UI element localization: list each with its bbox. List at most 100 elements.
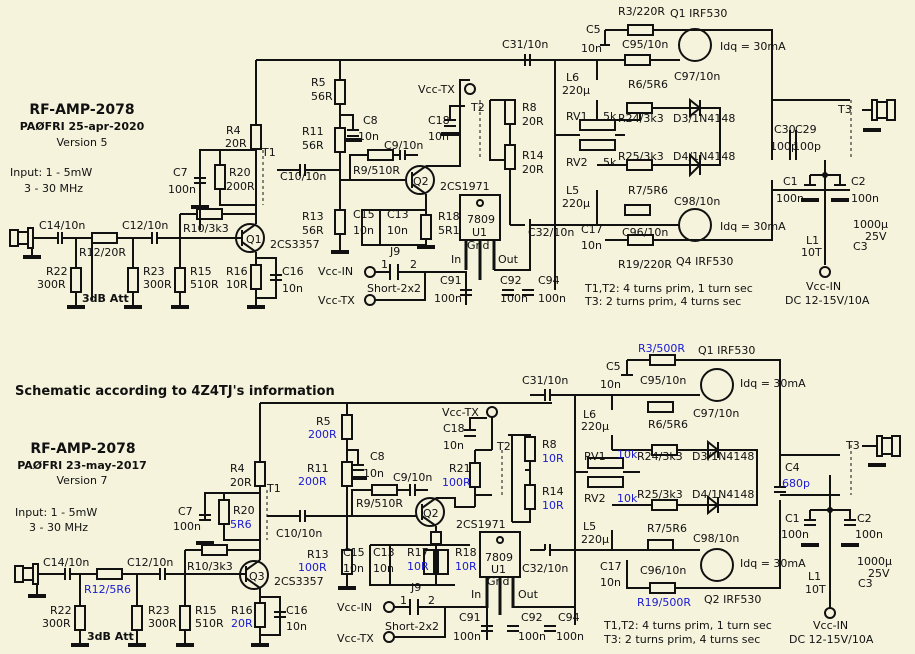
top-transformer-note-1: T1,T2: 4 turns prim, 1 turn sec [584,282,753,295]
top-value-l1: 10T [801,246,822,259]
bottom-value-c17: 10n [600,576,621,589]
bottom-label-c16: C16 [286,604,308,617]
top-label-c10: C10/10n [280,170,326,183]
bottom-label-c13: C13 [373,546,395,559]
top-label-q2: Q2 [413,175,429,188]
bottom-label-r9: R9/510R [356,497,403,510]
top-label-c15: C15 [353,208,375,221]
bottom-label-r4: R4 [230,462,245,475]
bottom-freq-spec: 3 - 30 MHz [29,521,88,534]
bottom-value-c15: 10n [343,562,364,575]
top-label-u1-gnd: Gnd [467,239,489,252]
top-label-c5: C5 [586,23,601,36]
bottom-label-c8: C8 [370,450,385,463]
top-q4-irf530-mosfet [678,208,712,242]
top-label-r4: R4 [226,124,241,137]
top-label-u1-in: In [451,253,461,266]
top-q1-irf530-mosfet [678,28,712,62]
bottom-label-r11: R11 [307,462,329,475]
bottom-label-r22: R22 [50,604,72,617]
top-label-d3: D3/1N4148 [673,112,735,125]
bottom-label-j9-pin2: 2 [428,594,435,607]
bottom-value-r20: 5R6 [230,518,252,531]
top-version: Version 5 [57,136,108,149]
bottom-value-rv2: 10k [617,492,638,505]
bottom-label-r17: R17 [407,546,429,559]
top-label-r19: R19/220R [618,258,672,271]
bottom-label-mosfet-q2: Q2 IRF530 [704,593,761,606]
bottom-value-c16: 10n [286,620,307,633]
top-value-l6: 220µ [562,84,590,97]
top-value-r8: 20R [522,115,544,128]
bottom-value-c94: 100n [556,630,584,643]
top-label-r22: R22 [46,265,68,278]
bottom-idq-q2: Idq = 30mA [740,557,806,570]
bottom-label-l6: L6 [583,408,596,421]
bottom-label-j9: J9 [410,581,421,594]
bottom-value-r11: 200R [298,475,327,488]
top-label-c1: C1 [783,175,798,188]
top-label-c30: C30 [774,123,796,136]
bottom-label-c12: C12/10n [127,556,173,569]
top-label-r20: R20 [229,166,251,179]
top-label-c13: C13 [387,208,409,221]
top-value-r20: 200R [226,180,255,193]
top-value-c8: 10n [358,130,379,143]
top-label-c91: C91 [440,274,462,287]
bottom-value-c92: 100n [518,630,546,643]
bottom-value-c1: 100n [781,528,809,541]
bottom-label-r23: R23 [148,604,170,617]
top-label-r12: R12/20R [79,246,126,259]
top-label-c94: C94 [538,274,560,287]
bottom-label-d4: D4/1N4148 [692,488,754,501]
bottom-label-c17: C17 [600,560,622,573]
bottom-label-c91: C91 [459,611,481,624]
top-value-r23: 300R [143,278,172,291]
bottom-q1-irf530-mosfet [700,368,734,402]
bottom-value-c91: 100n [453,630,481,643]
top-label-j9-pin1: 1 [381,258,388,271]
bottom-value-l1: 10T [805,583,826,596]
top-label-d4: D4/1N4148 [673,150,735,163]
top-label-c2: C2 [851,175,866,188]
top-value-c17: 10n [581,239,602,252]
bottom-label-rv1: RV1 [584,450,606,463]
bottom-label-short: Short-2x2 [385,620,439,633]
top-value-c18: 10n [428,130,449,143]
bottom-label-c95: C95/10n [640,374,686,387]
bottom-type-q3: 2CS3357 [274,575,324,588]
bottom-label-r15: R15 [195,604,217,617]
bottom-label-r24: R24/3k3 [637,450,683,463]
top-label-r7: R7/5R6 [628,184,668,197]
top-value-c2: 100n [851,192,879,205]
top-value-c15: 10n [353,224,374,237]
top-label-rv2: RV2 [566,156,588,169]
r12-resistor [91,232,118,244]
top-transformer-note-2: T3: 2 turns prim, 4 turns sec [584,295,741,308]
bottom-value-r8: 10R [542,452,564,465]
bottom-label-u1-in: In [471,588,481,601]
top-label-r11: R11 [302,125,324,138]
bottom-vcc-tx2-label: Vcc-TX [337,632,374,645]
top-freq-spec: 3 - 30 MHz [24,182,83,195]
bottom-heading: Schematic according to 4Z4TJ's informati… [15,384,335,399]
top-value-l5: 220µ [562,197,590,210]
top-type-q2: 2CS1971 [440,180,490,193]
bottom-label-c10: C10/10n [276,527,322,540]
top-label-mosfet-q4: Q4 IRF530 [676,255,733,268]
bottom-value-l6: 220µ [581,420,609,433]
top-label-q1: Q1 [246,233,262,246]
top-label-l1: L1 [806,234,819,247]
bottom-label-c18: C18 [443,422,465,435]
top-label-r15: R15 [190,265,212,278]
top-label-t2: T2 [470,101,485,114]
bottom-label-r7: R7/5R6 [647,522,687,535]
top-label-r6: R6/5R6 [628,78,668,91]
top-label-l6: L6 [566,71,579,84]
top-label-r9: R9/510R [353,164,400,177]
bottom-vcc-tx-label: Vcc-TX [442,406,479,419]
bottom-label-c96: C96/10n [640,564,686,577]
bottom-label-r18: R18 [455,546,477,559]
bottom-value-r4: 20R [230,476,252,489]
